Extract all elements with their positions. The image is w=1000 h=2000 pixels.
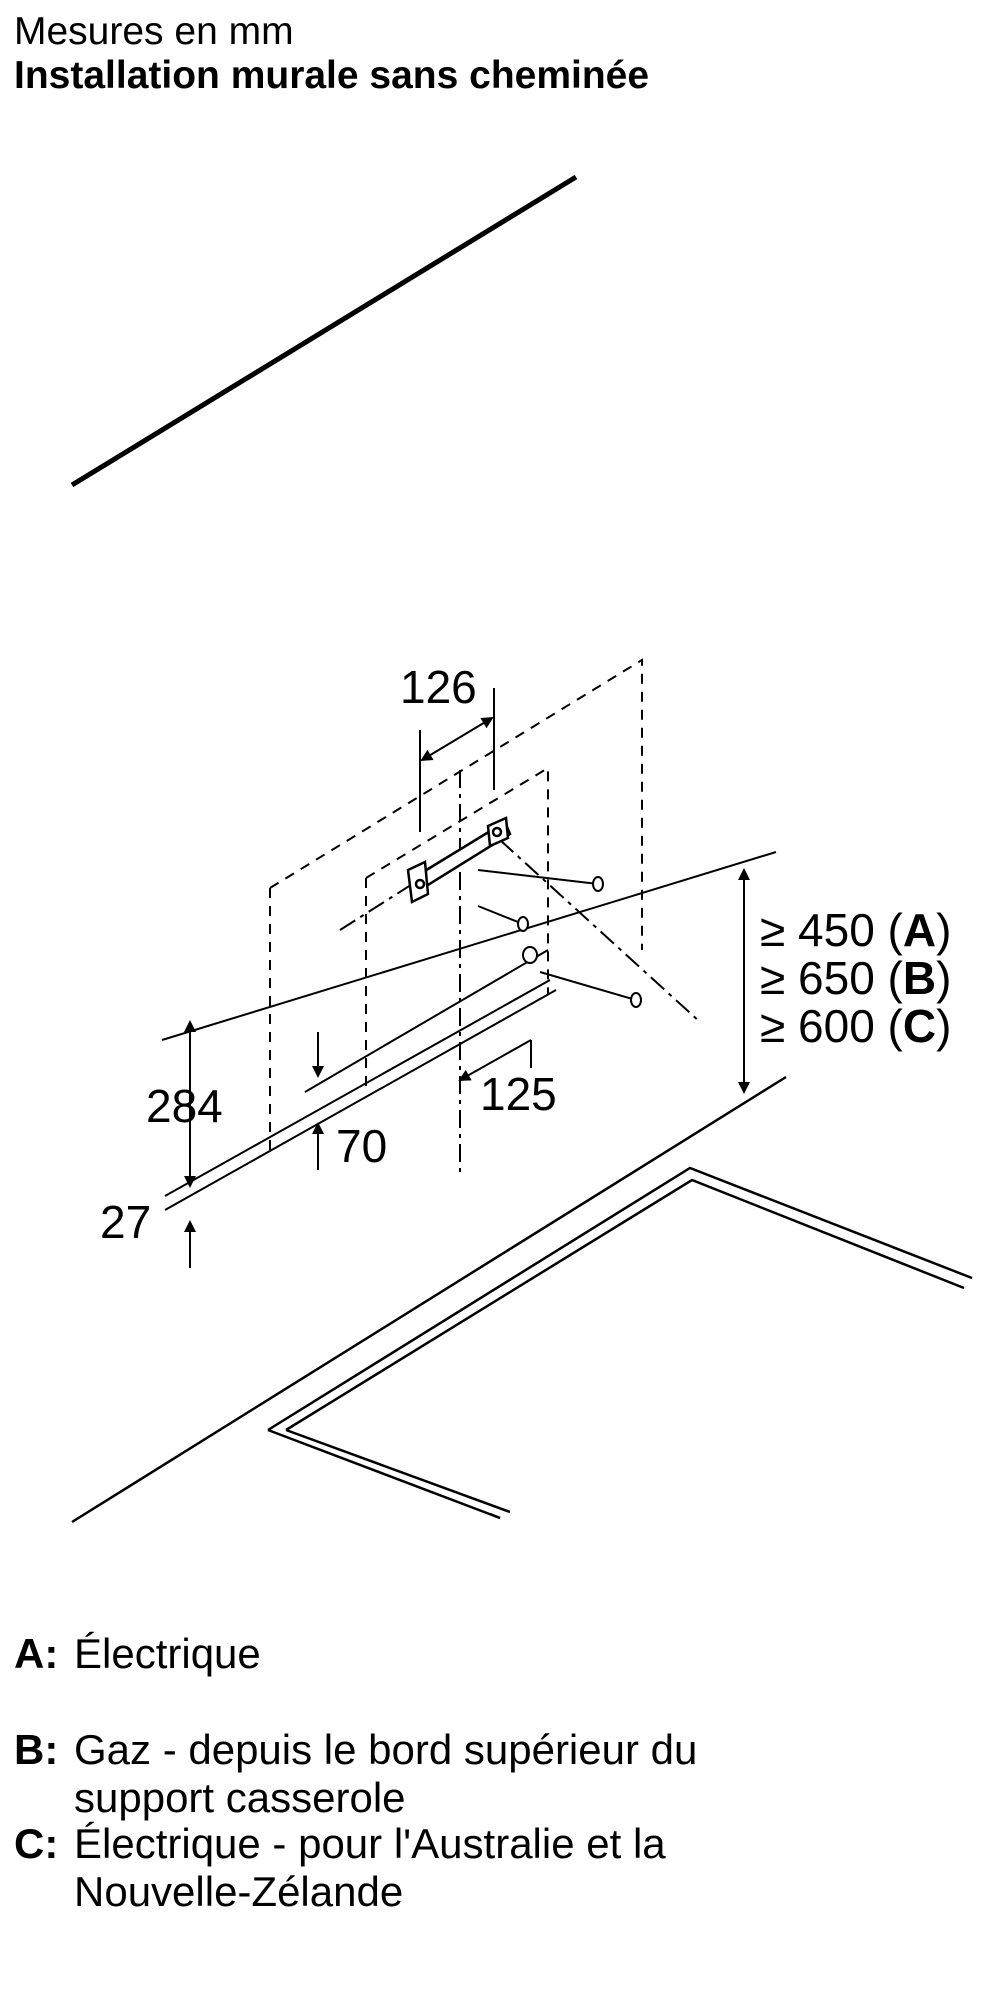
legend-text: Électrique	[74, 1630, 261, 1677]
center-lines	[339, 770, 701, 1178]
dim-125-label: 125	[480, 1068, 557, 1120]
hood-outline	[269, 658, 643, 1158]
mounting-bracket	[406, 816, 512, 904]
legend-text: Électrique - pour l'Australie et la Nouv…	[74, 1820, 666, 1915]
legend-text: Gaz - depuis le bord supérieur du suppor…	[74, 1726, 698, 1821]
legend-item-a: A: Électrique	[14, 1630, 261, 1678]
hood-bottom-line-2	[164, 989, 557, 1211]
dim-70-label: 70	[336, 1120, 387, 1172]
clearance-c: ≥ 600 (C)	[760, 1000, 951, 1052]
legend-item-b: B: Gaz - depuis le bord supérieur du sup…	[14, 1726, 814, 1822]
installation-diagram: 126 125 ≥ 450 (A) ≥ 650 (B) ≥ 600 (C) 28…	[70, 174, 973, 1524]
page-subtitle: Mesures en mm	[14, 10, 294, 53]
dim-126	[419, 688, 495, 832]
cooktop-outline	[71, 1075, 973, 1524]
clearance-a: ≥ 450 (A)	[760, 904, 951, 956]
legend-key: A:	[14, 1630, 59, 1677]
legend-key: B:	[14, 1726, 59, 1773]
reference-line	[304, 949, 549, 1093]
legend-key: C:	[14, 1820, 59, 1867]
page-title: Installation murale sans cheminée	[14, 54, 650, 97]
wall-line	[161, 851, 777, 1041]
legend-item-c: C: Électrique - pour l'Australie et la N…	[14, 1820, 794, 1916]
clearance-b: ≥ 650 (B)	[760, 952, 951, 1004]
dim-126-label: 126	[400, 661, 477, 713]
dim-27-label: 27	[100, 1196, 151, 1248]
dim-284-label: 284	[146, 1080, 223, 1132]
page-header: Mesures en mm Installation murale sans c…	[14, 10, 649, 98]
hood-bottom-line	[164, 979, 551, 1197]
screws	[477, 869, 642, 1008]
dim-125	[458, 1039, 532, 1081]
ceiling-line	[70, 174, 578, 488]
